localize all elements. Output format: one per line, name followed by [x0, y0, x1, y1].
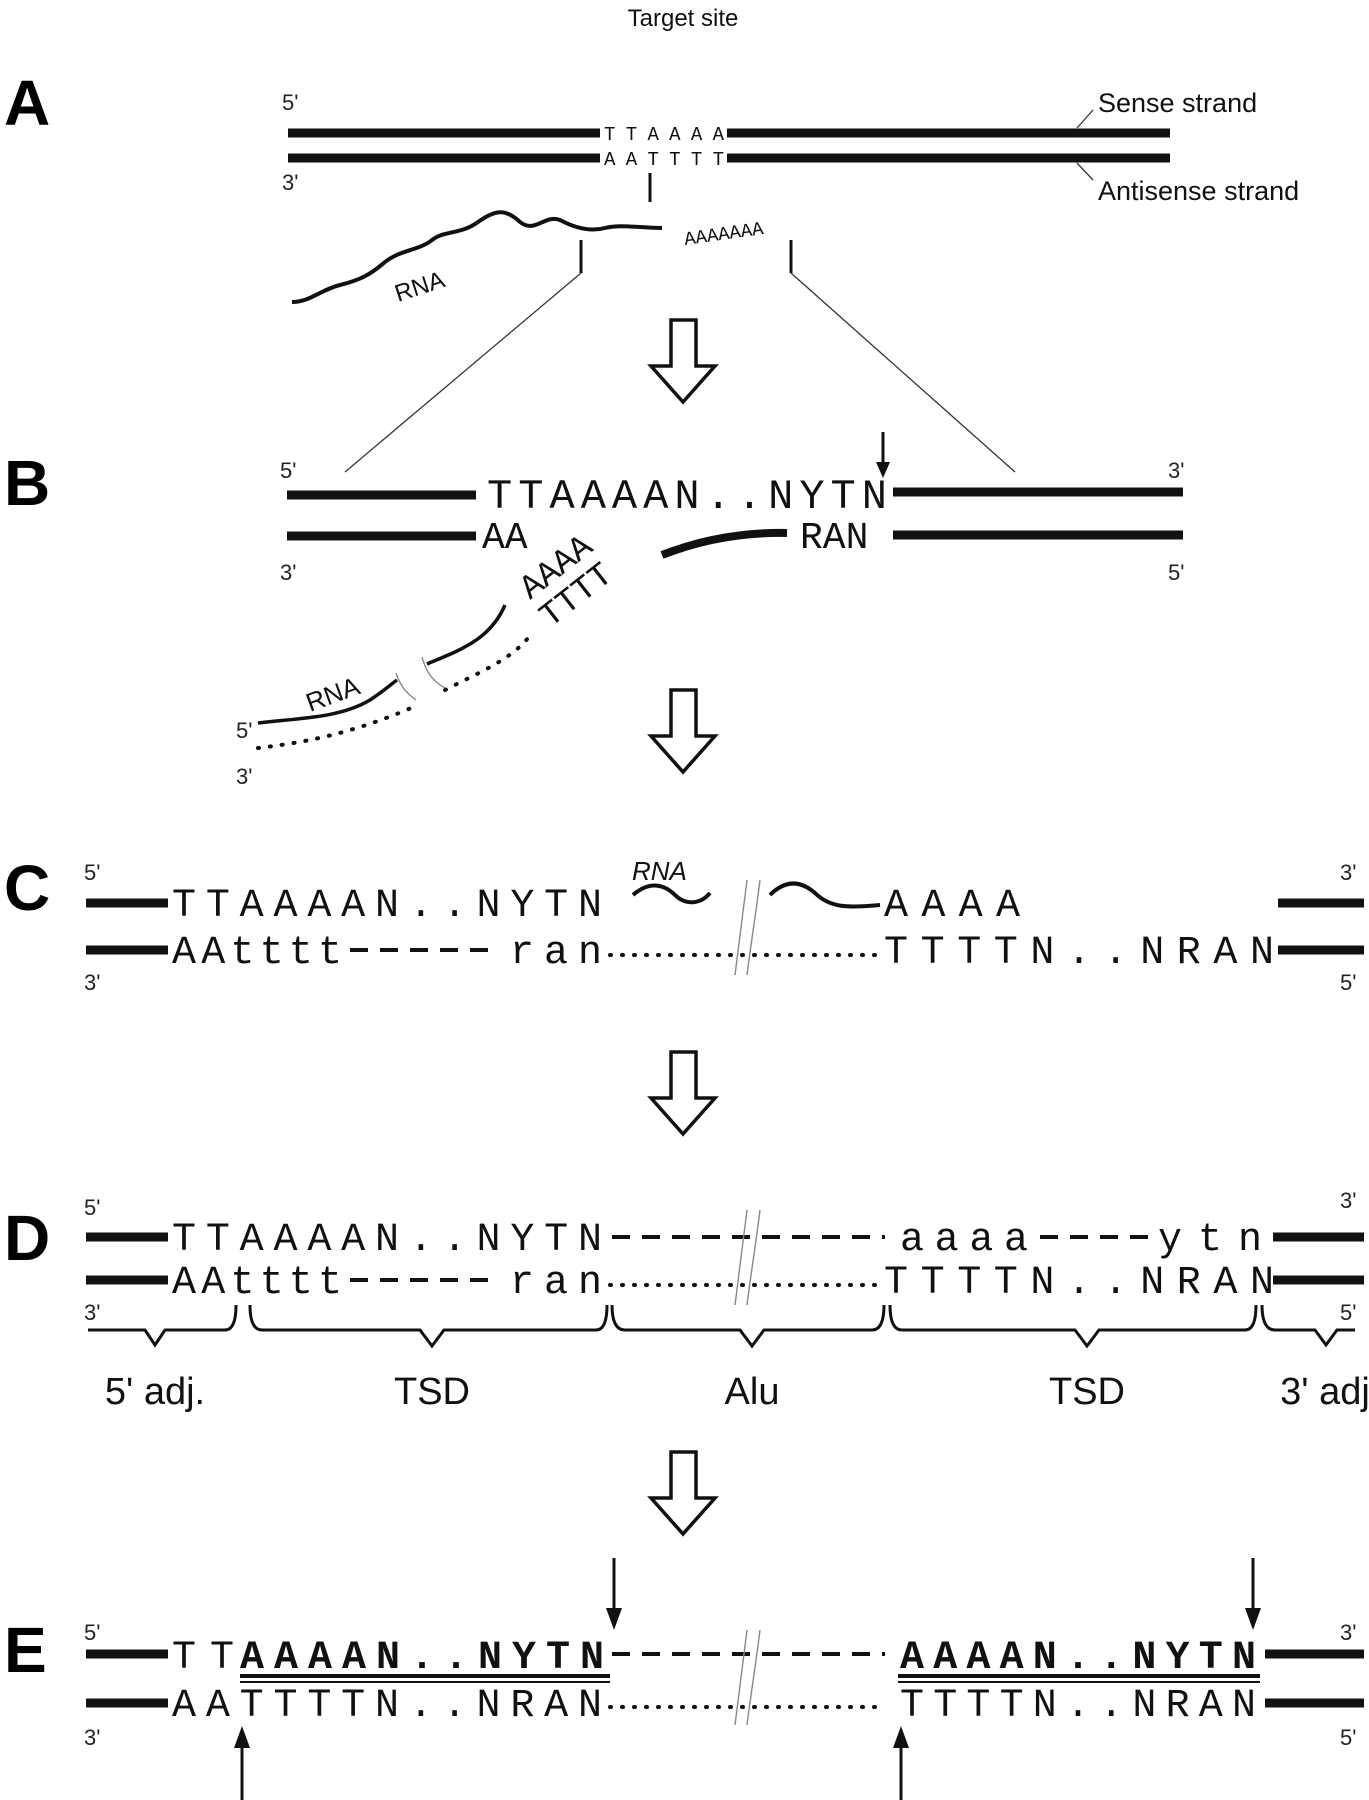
panel-b-5prime-top: 5'	[280, 458, 296, 483]
panel-e: E 5' 3' 3' 5' TT AAAAN..NYTN AAAAN..NYTN…	[4, 1558, 1364, 1800]
e-break-mark-1	[734, 1629, 748, 1726]
c-break-mark-2	[746, 879, 761, 976]
b-cdna-dotted-left	[256, 703, 420, 750]
e-nick-arrow-top-left-head	[606, 1608, 622, 1630]
c-break-mark-1	[734, 879, 748, 976]
step-arrow-d-to-e	[647, 1450, 719, 1537]
panel-b-rna-label: RNA	[302, 670, 364, 717]
panel-e-top-left-plain: TT	[172, 1636, 234, 1681]
e-break-mark-2	[746, 1629, 761, 1726]
panel-d-top-right-seq: ytn	[1158, 1218, 1262, 1263]
panel-a: A 5' 3' TTAAAA AATTTT Sense strand Antis…	[4, 67, 1299, 473]
brace-3prime-adj	[1260, 1304, 1355, 1348]
antisense-strand-label: Antisense strand	[1098, 176, 1299, 206]
d-break-mark-1	[734, 1209, 748, 1306]
region-label-tsd-right: TSD	[1049, 1371, 1125, 1413]
panel-d-bottom-left-seq: AAtttt	[172, 1261, 342, 1306]
panel-c-3prime-top: 3'	[1340, 860, 1356, 885]
panel-c-top-right-seq: AAAA	[884, 884, 1020, 929]
panel-c-bottom-left-seq: AAtttt	[172, 931, 342, 976]
panel-c-5prime-bottom: 5'	[1340, 970, 1356, 995]
step-arrow-b-to-c	[647, 688, 719, 775]
panel-c: C 5' 3' 3' 5' TTAAAAN..NYTN RNA AAAA AAt…	[4, 852, 1364, 995]
b-cdna-primer-strand	[660, 528, 788, 559]
b-rna-strand-left	[257, 678, 399, 725]
panel-d-3prime-bottom: 3'	[84, 1300, 100, 1325]
b-break-mark-2	[421, 656, 446, 689]
panel-b-rna-3prime: 3'	[236, 764, 252, 789]
b-cdna-dotted-right	[443, 636, 530, 692]
panel-e-3prime-bottom: 3'	[84, 1725, 100, 1750]
zoom-line-left	[344, 272, 582, 473]
panel-e-bottom-right-seq: TTTTN..NRAN	[900, 1684, 1256, 1729]
panel-b-rna-5prime: 5'	[236, 718, 252, 743]
panel-c-5prime-top: 5'	[84, 860, 100, 885]
panel-b-3prime-bottom: 3'	[280, 560, 296, 585]
step-arrow-a-to-b	[647, 318, 719, 405]
brace-5prime-adj	[88, 1304, 238, 1348]
panel-d-label: D	[4, 1202, 50, 1274]
panel-b-label: B	[4, 447, 50, 519]
panel-d-bottom-right-seq: TTTTN..NRAN	[884, 1261, 1274, 1306]
sense-strand-label: Sense strand	[1098, 88, 1257, 118]
panel-b-bottom-right-seq: RAN	[800, 517, 868, 560]
b-rna-strand-right	[426, 604, 507, 666]
panel-c-label: C	[4, 852, 50, 924]
panel-d-5prime-bottom: 5'	[1340, 1300, 1356, 1325]
panel-e-5prime-bottom: 5'	[1340, 1725, 1356, 1750]
panel-b: B 5' 3' 3' 5' TTAAAAN..NYTN AA RAN AAAA …	[4, 432, 1184, 789]
b-nick-arrow-head	[876, 462, 890, 478]
panel-a-sense-seq: TTAAAA	[604, 124, 725, 146]
step-arrow-c-to-d	[647, 1050, 719, 1137]
panel-e-label: E	[4, 1614, 47, 1686]
antisense-leader-line	[1076, 162, 1094, 181]
panel-d: D 5' 3' 3' 5' TTAAAAN..NYTN aaaa ytn AAt…	[4, 1188, 1369, 1413]
e-nick-arrow-bottom-right-head	[893, 1726, 909, 1748]
panel-a-5prime: 5'	[282, 90, 298, 115]
panel-d-top-left-seq: TTAAAAN..NYTN	[172, 1218, 602, 1263]
region-label-tsd-left: TSD	[394, 1371, 470, 1413]
panel-b-bottom-left-seq: AA	[482, 517, 528, 560]
panel-e-5prime-top: 5'	[84, 1620, 100, 1645]
b-break-mark-1	[395, 672, 417, 701]
d-break-mark-2	[746, 1209, 761, 1306]
panel-a-antisense-seq: AATTTT	[604, 149, 724, 171]
panel-a-polya-tail: AAAAAAA	[683, 218, 766, 251]
region-label-3prime-adj: 3' adj	[1280, 1371, 1369, 1413]
panel-c-top-left-seq: TTAAAAN..NYTN	[172, 884, 602, 929]
brace-alu	[610, 1304, 886, 1349]
c-rna-wave-left	[631, 883, 712, 905]
panel-d-top-mid-seq: aaaa	[900, 1218, 1028, 1263]
panel-a-label: A	[4, 67, 50, 139]
zoom-line-right	[790, 272, 1016, 473]
sense-leader-line	[1076, 109, 1094, 129]
panel-a-rna-label: RNA	[392, 266, 449, 307]
panel-b-top-seq: TTAAAAN..NYTN	[487, 473, 887, 521]
e-nick-arrow-top-right-head	[1245, 1608, 1261, 1630]
panel-c-rna-label: RNA	[632, 856, 687, 886]
c-rna-wave-right	[768, 881, 881, 909]
figure-title: Target site	[628, 5, 739, 32]
e-nick-arrow-bottom-left-head	[234, 1726, 250, 1748]
panel-b-5prime-bottom: 5'	[1168, 560, 1184, 585]
rna-wavy-strand	[291, 210, 663, 304]
panel-e-3prime-top: 3'	[1340, 1620, 1356, 1645]
panel-d-3prime-top: 3'	[1340, 1188, 1356, 1213]
panel-e-bottom-left-seq: AATTTTN..NRAN	[172, 1684, 602, 1729]
brace-tsd-left	[248, 1304, 609, 1349]
panel-c-bottom-right-seq: TTTTN..NRAN	[884, 931, 1274, 976]
panel-c-3prime-bottom: 3'	[84, 970, 100, 995]
region-label-5prime-adj: 5' adj.	[105, 1371, 205, 1413]
panel-b-3prime-top: 3'	[1168, 458, 1184, 483]
panel-c-bottom-mid-seq: ran	[510, 931, 602, 976]
brace-tsd-right	[888, 1304, 1258, 1349]
panel-d-5prime-top: 5'	[84, 1195, 100, 1220]
region-label-alu: Alu	[725, 1371, 780, 1413]
panel-d-bottom-mid-seq: ran	[510, 1261, 602, 1306]
panel-a-3prime: 3'	[282, 170, 298, 195]
